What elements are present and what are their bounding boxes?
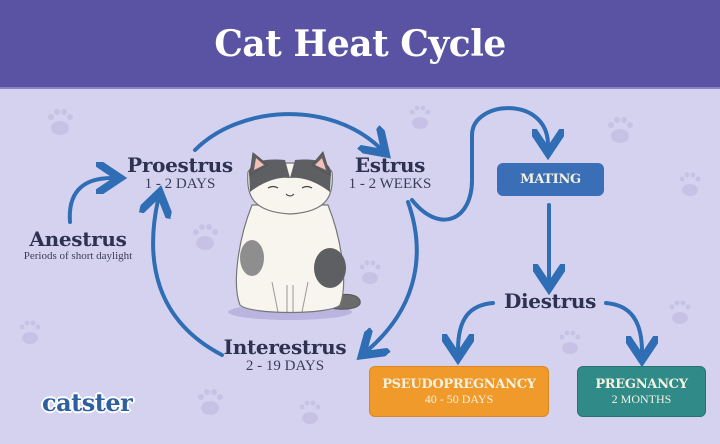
page-title: Cat Heat Cycle bbox=[214, 22, 506, 65]
stage-estrus: Estrus 1 - 2 WEEKS bbox=[330, 154, 450, 192]
paw-print-icon bbox=[559, 330, 581, 354]
stage-anestrus-name: Anestrus bbox=[29, 227, 127, 251]
header-banner: Cat Heat Cycle bbox=[0, 0, 720, 89]
stage-anestrus: Anestrus Periods of short daylight bbox=[8, 228, 148, 263]
arrow-proestrus-to-estrus bbox=[193, 112, 380, 150]
stage-estrus-detail: 1 - 2 WEEKS bbox=[348, 176, 432, 192]
arrow-diestrus-to-pseudopregnancy bbox=[458, 301, 495, 350]
stage-anestrus-detail: Periods of short daylight bbox=[23, 250, 133, 262]
stage-diestrus: Diestrus bbox=[495, 290, 605, 312]
mating-label: MATING bbox=[520, 172, 581, 187]
stage-interestrus: Interestrus 2 - 19 DAYS bbox=[210, 336, 360, 374]
mating-box: MATING bbox=[497, 163, 604, 196]
pseudopregnancy-box: PSEUDOPREGNANCY 40 - 50 DAYS bbox=[369, 366, 549, 417]
paw-print-icon bbox=[299, 400, 321, 424]
arrow-estrus-to-mating bbox=[410, 106, 548, 222]
pregnancy-box: PREGNANCY 2 MONTHS bbox=[577, 366, 706, 417]
paw-print-icon bbox=[48, 109, 73, 135]
catster-logo: catster bbox=[42, 388, 133, 417]
paw-print-icon bbox=[359, 260, 381, 284]
paw-print-icon bbox=[19, 320, 41, 344]
arrow-interestrus-to-proestrus bbox=[153, 200, 224, 357]
arrow-estrus-to-interestrus bbox=[368, 200, 419, 350]
paw-print-icon bbox=[409, 105, 431, 129]
stage-estrus-name: Estrus bbox=[354, 153, 426, 177]
stage-proestrus: Proestrus 1 - 2 DAYS bbox=[115, 154, 245, 192]
stage-proestrus-name: Proestrus bbox=[127, 153, 233, 177]
stage-interestrus-name: Interestrus bbox=[223, 335, 347, 359]
stage-proestrus-detail: 1 - 2 DAYS bbox=[144, 176, 216, 192]
paw-print-icon bbox=[198, 389, 223, 415]
paw-print-icon bbox=[193, 224, 218, 250]
paw-print-icon bbox=[608, 117, 633, 143]
pseudopregnancy-detail: 40 - 50 DAYS bbox=[424, 392, 494, 406]
stage-interestrus-detail: 2 - 19 DAYS bbox=[245, 358, 325, 374]
stage-diestrus-name: Diestrus bbox=[503, 289, 597, 313]
paw-print-icon bbox=[679, 172, 701, 196]
pseudopregnancy-label: PSEUDOPREGNANCY bbox=[382, 377, 536, 392]
pregnancy-label: PREGNANCY bbox=[595, 377, 688, 392]
arrow-anestrus-to-proestrus bbox=[67, 178, 112, 224]
paw-print-icon bbox=[669, 300, 691, 324]
pregnancy-detail: 2 MONTHS bbox=[611, 392, 672, 406]
arrow-diestrus-to-pregnancy bbox=[604, 301, 642, 352]
